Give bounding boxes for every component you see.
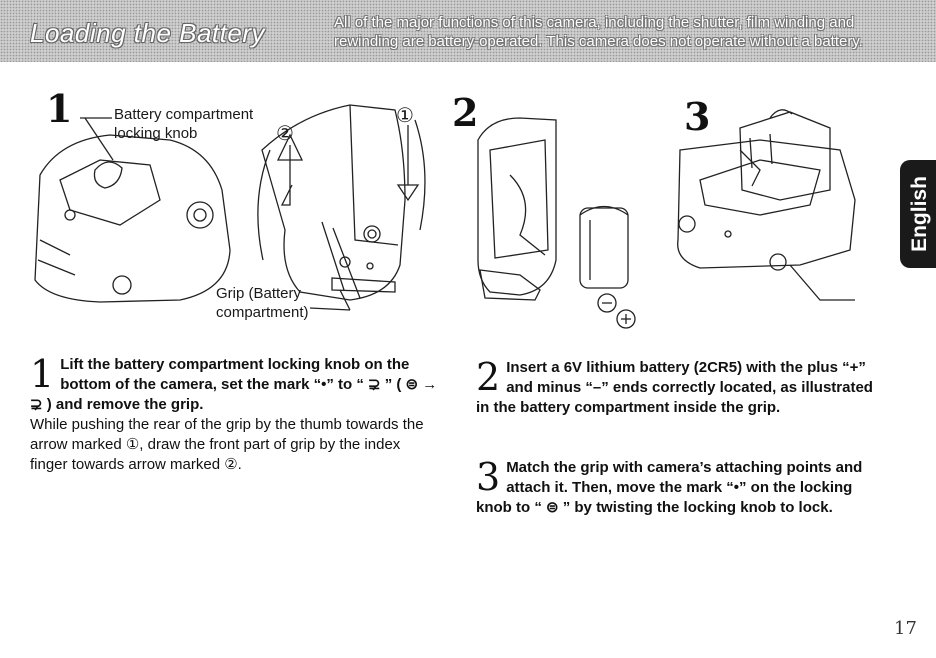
- figure-1-camera-drawing: [34, 117, 231, 303]
- figure-1-number: 1: [46, 86, 73, 131]
- figure-3-camera-drawing: [677, 109, 856, 301]
- figure-1-grip-drawing: [257, 104, 426, 311]
- header-note: All of the major functions of this camer…: [334, 14, 863, 50]
- callout-locking-knob: Battery compartment locking knob: [114, 106, 254, 142]
- arrow-marker-1: ①: [396, 105, 414, 127]
- step-1-body: While pushing the rear of the grip by th…: [30, 416, 424, 473]
- callout-grip: Grip (Battery compartment): [216, 285, 309, 321]
- arrow-marker-2: ②: [276, 123, 294, 145]
- header-banner: Loading the Battery All of the major fun…: [0, 0, 936, 62]
- figure-2-grip-drawing: [477, 117, 636, 329]
- page-title: Loading the Battery: [30, 18, 265, 48]
- step-1-heading: Lift the battery compartment locking kno…: [30, 356, 438, 413]
- step-3-number: 3: [476, 455, 501, 499]
- step-3-heading: Match the grip with camera’s attaching p…: [476, 459, 863, 516]
- step-3: 3 Match the grip with camera’s attaching…: [476, 458, 886, 518]
- step-2: 2 Insert a 6V lithium battery (2CR5) wit…: [476, 358, 886, 418]
- language-tab[interactable]: English: [900, 160, 936, 268]
- step-1: 1 Lift the battery compartment locking k…: [30, 355, 440, 475]
- step-2-number: 2: [476, 355, 501, 399]
- figure-2-number: 2: [452, 90, 479, 135]
- page-number: 17: [894, 618, 917, 639]
- figure-3-number: 3: [684, 94, 711, 139]
- step-2-heading: Insert a 6V lithium battery (2CR5) with …: [476, 359, 873, 416]
- step-1-number: 1: [30, 352, 55, 396]
